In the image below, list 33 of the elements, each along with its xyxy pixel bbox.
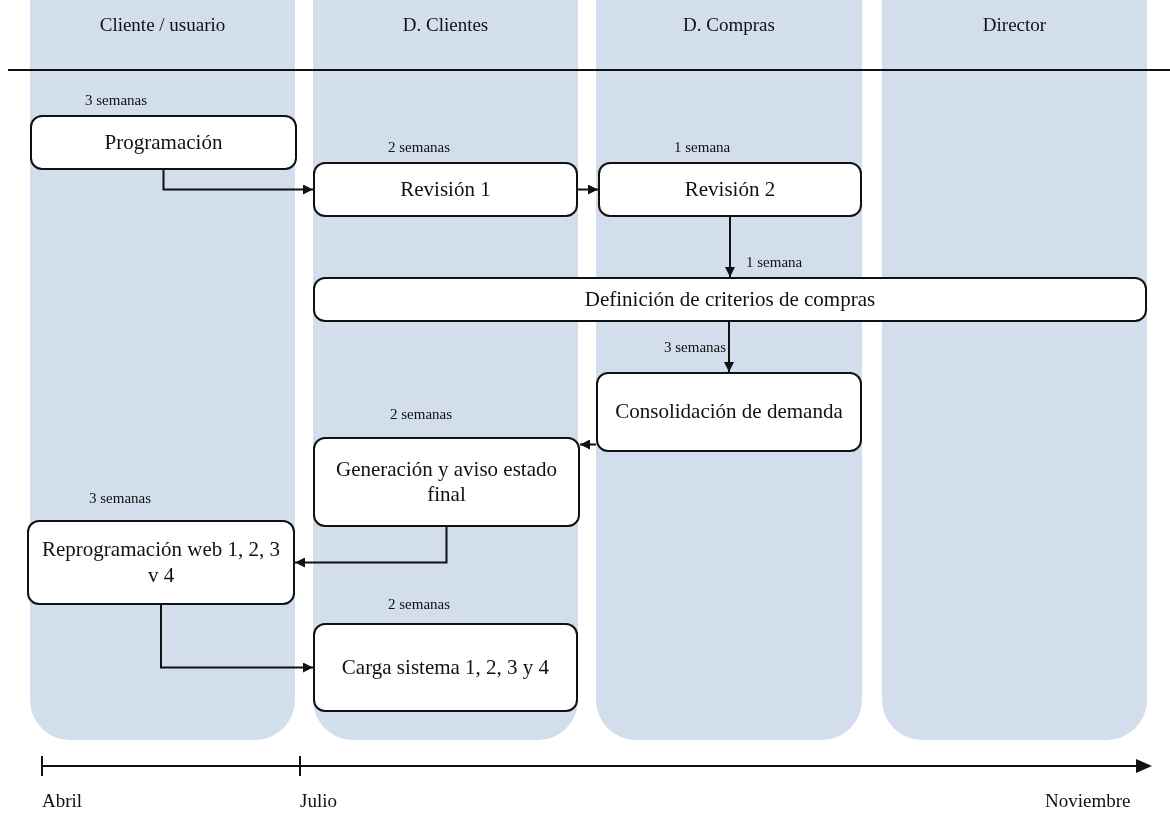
process-box: Generación y aviso estado final <box>313 437 580 527</box>
axis-label: Noviembre <box>1045 790 1131 812</box>
arrow <box>160 604 314 673</box>
arrow <box>577 184 599 195</box>
arrow <box>724 321 734 373</box>
arrow <box>162 169 314 195</box>
axis-label: Julio <box>300 790 337 812</box>
duration-label: 3 semanas <box>89 490 152 507</box>
axis-label: Abril <box>42 790 83 812</box>
lane-title: D. Compras <box>682 14 776 36</box>
duration-label: 3 semanas <box>85 92 148 109</box>
lane-title: Cliente / usuario <box>98 14 227 36</box>
duration-label: 3 semanas <box>664 339 727 356</box>
duration-label: 1 semana <box>746 254 803 271</box>
duration-label: 2 semanas <box>388 596 451 613</box>
process-box: Consolidación de demanda <box>596 372 862 452</box>
process-box: Definición de criterios de compras <box>313 277 1147 322</box>
duration-label: 2 semanas <box>390 406 453 423</box>
process-box: Programación <box>30 115 297 170</box>
arrow <box>294 526 448 568</box>
lane-title: Director <box>981 14 1048 36</box>
swimlane <box>30 0 295 740</box>
swimlane <box>882 0 1147 740</box>
arrow <box>725 216 735 278</box>
lane-title: D. Clientes <box>401 14 490 36</box>
process-box: Revisión 2 <box>598 162 862 217</box>
duration-label: 1 semana <box>674 139 731 156</box>
duration-label: 2 semanas <box>388 139 451 156</box>
process-box: Revisión 1 <box>313 162 578 217</box>
arrow <box>579 439 597 450</box>
process-box: Carga sistema 1, 2, 3 y 4 <box>313 623 578 712</box>
swimlane <box>313 0 578 740</box>
process-box: Reprogramación web 1, 2, 3 v 4 <box>27 520 295 605</box>
